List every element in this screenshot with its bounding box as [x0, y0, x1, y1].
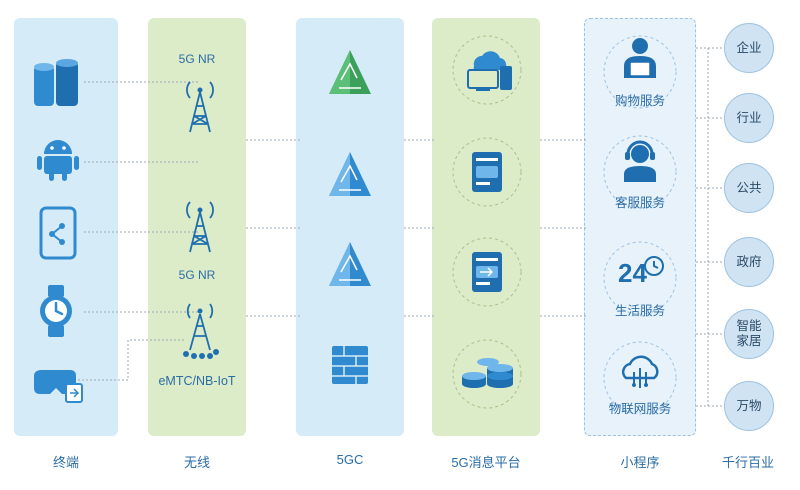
customer-service-icon [624, 140, 656, 182]
industry-sector: 行业 [724, 93, 774, 143]
column-label-wireless: 无线 [183, 455, 210, 470]
pyramid-icon [329, 50, 371, 94]
column-label-core: 5GC [336, 452, 364, 467]
pyramid-icon [329, 152, 371, 196]
android-icon [37, 140, 79, 181]
database-icon [462, 358, 513, 388]
pyramid-icon [329, 242, 371, 286]
wireless-label-top: 5G NR [178, 52, 216, 66]
cell-tower-icon [186, 81, 214, 133]
iot-cloud-icon [621, 355, 659, 388]
iot-tower-icon [183, 303, 219, 359]
service-label-customer: 客服服务 [614, 196, 665, 210]
service-label-shopping: 购物服务 [614, 94, 665, 108]
service-card-icon [472, 252, 502, 292]
wireless-label-middle: 5G NR [178, 268, 216, 282]
miniprogram-column [584, 18, 696, 436]
cloud-computer-icon [467, 51, 512, 91]
vr-headset-icon [34, 370, 83, 403]
delivery-person-icon [624, 38, 656, 78]
column-label-terminal: 终端 [52, 455, 79, 470]
cell-tower-icon [186, 201, 214, 253]
wireless-label-bottom: eMTC/NB-IoT [158, 374, 236, 388]
industry-smart-home: 智能家居 [724, 309, 774, 359]
service-label-iot: 物联网服务 [608, 402, 672, 416]
column-label-industries: 千行百业 [721, 455, 774, 470]
industry-everything: 万物 [724, 381, 774, 431]
server-icon [34, 59, 78, 106]
service-label-life: 生活服务 [614, 304, 665, 318]
phone-icon [39, 206, 77, 260]
column-label-messaging: 5G消息平台 [451, 455, 521, 470]
industry-public: 公共 [724, 163, 774, 213]
industry-enterprise: 企业 [724, 23, 774, 73]
message-card-icon [472, 152, 502, 192]
column-label-miniprogram: 小程序 [620, 455, 660, 470]
industry-government: 政府 [724, 237, 774, 287]
svg-text:24: 24 [618, 258, 647, 288]
watch-icon [40, 285, 72, 337]
24h-icon: 24 [618, 256, 664, 288]
firewall-icon [332, 346, 368, 384]
